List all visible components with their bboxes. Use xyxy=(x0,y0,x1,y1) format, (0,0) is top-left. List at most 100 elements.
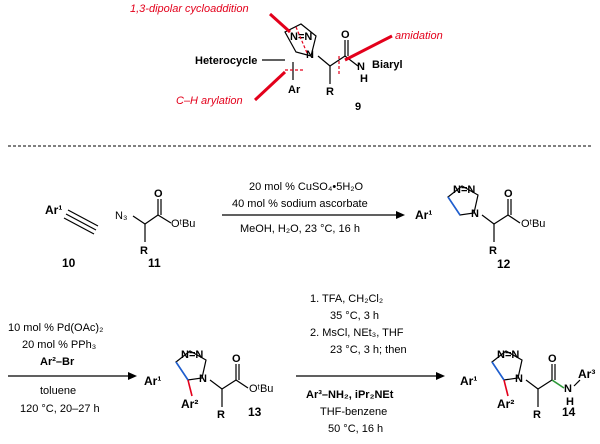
step2-condition-4: toluene xyxy=(40,385,76,397)
step3-condition-3: 2. MsCl, NEt₃, THF xyxy=(310,327,404,339)
atom-h: H xyxy=(566,396,574,408)
atom-n: N xyxy=(357,61,365,73)
bond xyxy=(63,217,95,235)
new-bond-blue xyxy=(491,361,505,381)
bond xyxy=(221,379,237,390)
bond xyxy=(329,55,346,67)
step2-condition-1: 10 mol % Pd(OAc)₂ xyxy=(8,322,103,334)
bond xyxy=(132,215,146,225)
step3-condition-1: 1. TFA, CH₂Cl₂ xyxy=(310,293,383,305)
otbu-label: OᵗBu xyxy=(171,218,195,230)
bond xyxy=(507,214,521,224)
compound-9-number: 9 xyxy=(355,101,361,113)
new-bond-green xyxy=(551,379,565,389)
compound-13-number: 13 xyxy=(248,405,262,419)
compound-14: N=N N Ar¹ Ar² O N H Ar³ R 14 xyxy=(460,349,595,421)
cycloaddition-label: 1,3-dipolar cycloaddition xyxy=(130,3,249,15)
r-label: R xyxy=(489,245,497,257)
compound-11: N₃ O OᵗBu R 11 xyxy=(115,188,195,270)
ar1-label: Ar¹ xyxy=(460,374,477,388)
r-label: R xyxy=(140,245,148,257)
ch-arylation-label: C–H arylation xyxy=(176,95,243,107)
new-bond-blue xyxy=(175,361,189,381)
atom-o: O xyxy=(341,29,350,41)
bond xyxy=(481,214,495,225)
atom-n: N xyxy=(515,373,523,385)
step1-arrowhead xyxy=(396,211,405,219)
atom-h: H xyxy=(360,73,368,85)
step3-condition-2: 35 °C, 3 h xyxy=(330,310,379,322)
step2-arrow-group: 10 mol % Pd(OAc)₂ 20 mol % PPh₃ Ar²–Br t… xyxy=(8,322,137,415)
ar2-label: Ar² xyxy=(497,397,514,411)
bond xyxy=(209,379,223,390)
ar-label: Ar xyxy=(288,84,301,96)
step3-arrowhead xyxy=(436,372,445,380)
ar2-label: Ar² xyxy=(181,397,198,411)
step3-condition-4: 23 °C, 3 h; then xyxy=(330,344,407,356)
atom-o: O xyxy=(548,353,557,365)
new-bond-red xyxy=(503,379,509,397)
atom-o: O xyxy=(154,188,163,200)
atom-n: N=N xyxy=(290,31,312,43)
step3-arrow-group: 1. TFA, CH₂Cl₂ 35 °C, 3 h 2. MsCl, NEt₃,… xyxy=(296,293,445,435)
biaryl-label: Biaryl xyxy=(372,59,403,71)
otbu-label: OᵗBu xyxy=(521,218,545,230)
amidation-pointer xyxy=(344,34,393,62)
ar1-label: Ar¹ xyxy=(415,208,432,222)
atom-n: N=N xyxy=(181,349,203,361)
atom-n: N=N xyxy=(497,349,519,361)
bond xyxy=(235,379,249,389)
otbu-label: OᵗBu xyxy=(249,383,273,395)
new-bond-red xyxy=(187,379,193,397)
bond xyxy=(573,379,581,387)
ar1-label: Ar¹ xyxy=(45,203,62,217)
compound-10: Ar¹ 10 xyxy=(45,203,99,270)
compound-11-number: 11 xyxy=(148,256,161,270)
new-bond-blue xyxy=(447,196,461,216)
atom-n: N xyxy=(564,383,572,395)
bond xyxy=(537,379,553,390)
step1-condition-1: 20 mol % CuSO₄•5H₂O xyxy=(249,181,364,193)
azide-label: N₃ xyxy=(115,210,127,222)
step1-condition-3: MeOH, H₂O, 23 °C, 16 h xyxy=(240,223,360,235)
bond xyxy=(525,379,539,390)
ar3-label: Ar³ xyxy=(578,367,595,381)
heterocycle-label: Heterocycle xyxy=(195,55,257,67)
compound-12-number: 12 xyxy=(497,257,511,271)
step2-condition-3: Ar²–Br xyxy=(40,356,75,368)
bond xyxy=(317,55,331,67)
triazole-ring-9 xyxy=(284,23,317,57)
r-label: R xyxy=(326,86,334,98)
step3-condition-6: THF-benzene xyxy=(320,406,387,418)
step2-arrowhead xyxy=(128,372,137,380)
atom-n: N xyxy=(306,49,314,61)
bond xyxy=(157,214,172,224)
atom-n: N xyxy=(199,373,207,385)
compound-9-overview: N=N N O N H Biaryl Heterocycle Ar R 9 1,… xyxy=(130,3,443,113)
atom-n: N xyxy=(471,208,479,220)
compound-14-number: 14 xyxy=(562,405,576,419)
step3-condition-7: 50 °C, 16 h xyxy=(328,423,383,435)
atom-n: N=N xyxy=(453,184,475,196)
step1-arrow-group: 20 mol % CuSO₄•5H₂O 40 mol % sodium asco… xyxy=(222,181,405,235)
compound-10-number: 10 xyxy=(62,256,76,270)
compound-12: N=N N Ar¹ O OᵗBu R 12 xyxy=(415,184,545,271)
bond xyxy=(144,214,159,225)
step1-condition-2: 40 mol % sodium ascorbate xyxy=(232,198,368,210)
atom-o: O xyxy=(504,188,513,200)
ar1-label: Ar¹ xyxy=(144,374,161,388)
r-label: R xyxy=(217,409,225,421)
step2-condition-2: 20 mol % PPh₃ xyxy=(22,339,96,351)
amidation-label: amidation xyxy=(395,30,443,42)
bond xyxy=(67,209,99,227)
compound-13: N=N N Ar¹ Ar² O OᵗBu R 13 xyxy=(144,349,273,421)
bond xyxy=(493,214,509,225)
ch-arylation-pointer xyxy=(253,70,287,102)
r-label: R xyxy=(533,409,541,421)
step3-condition-5: Ar³–NH₂, iPr₂NEt xyxy=(306,389,394,401)
bond xyxy=(65,213,97,231)
step2-condition-5: 120 °C, 20–27 h xyxy=(20,403,100,415)
atom-o: O xyxy=(232,353,241,365)
cycloaddition-pointer xyxy=(268,12,292,34)
